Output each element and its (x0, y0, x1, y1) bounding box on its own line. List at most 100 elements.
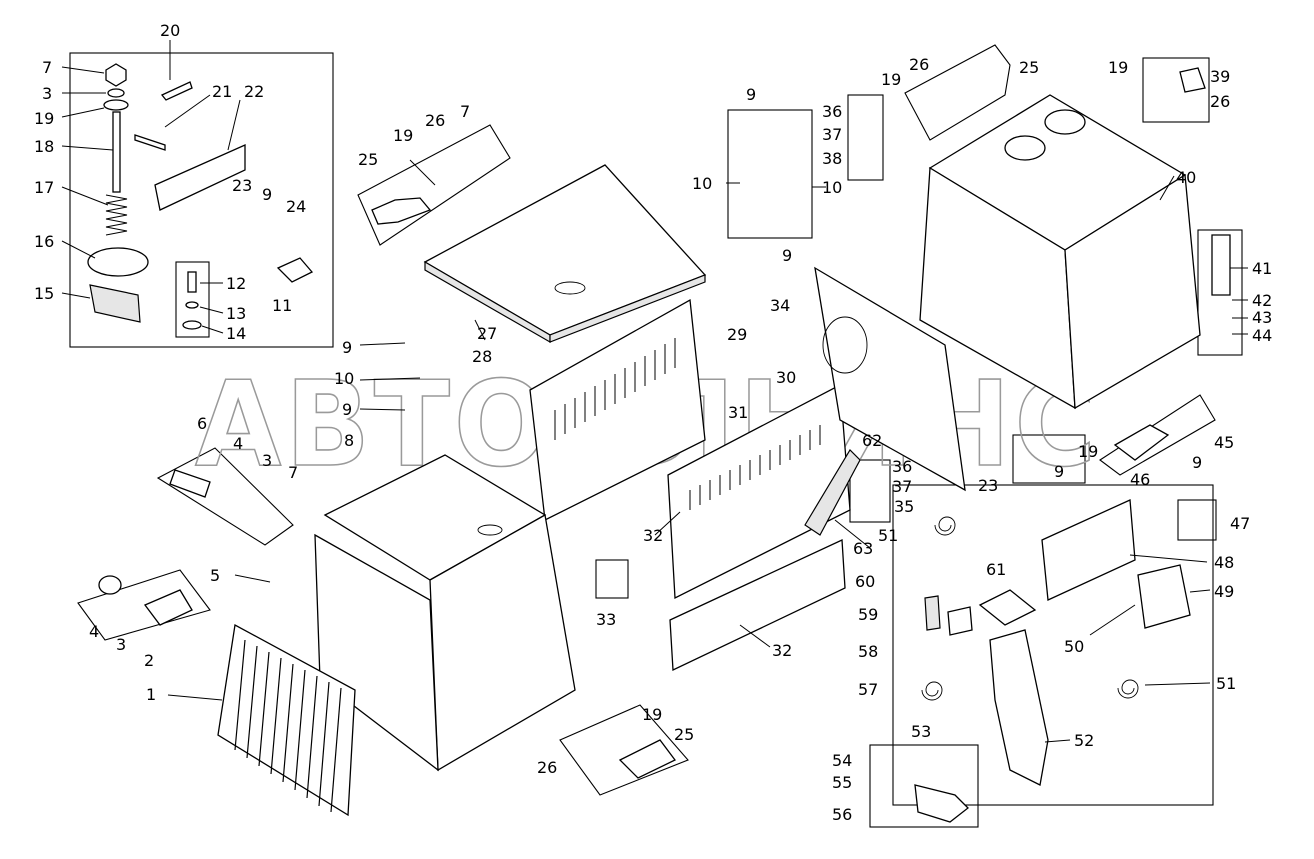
side-panel-slots (689, 425, 821, 510)
spring-51-upper (934, 516, 956, 536)
screw-12-part (187, 271, 197, 293)
latch-tab-61 (978, 589, 1037, 626)
callout-30: 30 (776, 368, 796, 387)
callout-18: 18 (34, 137, 54, 156)
callout-15: 15 (34, 284, 54, 303)
callout-9: 9 (782, 246, 792, 265)
callout-9: 9 (746, 85, 756, 104)
callout-14: 14 (226, 324, 246, 343)
bolt-6-left (169, 469, 211, 498)
callout-19: 19 (881, 70, 901, 89)
frame-fastener-53-56 (869, 744, 979, 828)
louver-slots (554, 338, 676, 440)
bolt-2-lower (143, 589, 193, 626)
callout-1: 1 (146, 685, 156, 704)
latch-plate-49 (1137, 564, 1191, 629)
leader-lines (61, 40, 1248, 743)
callout-38: 38 (822, 149, 842, 168)
latch-bracket-48 (1041, 499, 1136, 601)
nut-7-kit (105, 63, 127, 87)
callout-13: 13 (226, 304, 246, 323)
callout-25: 25 (1019, 58, 1039, 77)
callout-31: 31 (728, 403, 748, 422)
spring-17 (105, 194, 128, 236)
callout-9: 9 (262, 185, 272, 204)
pin-20 (160, 81, 193, 101)
callout-7: 7 (42, 58, 52, 77)
top-panel-part (423, 164, 707, 336)
frame-bolt-set-bottom (559, 704, 689, 796)
callout-48: 48 (1214, 553, 1234, 572)
bolt-41-part (1211, 234, 1231, 296)
stud-18 (112, 111, 121, 193)
callout-10: 10 (692, 174, 712, 193)
callout-61: 61 (986, 560, 1006, 579)
callout-34: 34 (770, 296, 790, 315)
washer-19-kit (103, 99, 129, 111)
callout-60: 60 (855, 572, 875, 591)
bracket-15 (89, 284, 141, 323)
callout-8: 8 (344, 431, 354, 450)
callout-7: 7 (288, 463, 298, 482)
callout-44: 44 (1252, 326, 1272, 345)
callout-26: 26 (909, 55, 929, 74)
callout-42: 42 (1252, 291, 1272, 310)
callout-6: 6 (197, 414, 207, 433)
callout-43: 43 (1252, 308, 1272, 327)
bolt-25-bottom (618, 739, 676, 779)
frame-nut-23 (1012, 434, 1086, 484)
frame-bolt-set-lower-left (77, 569, 211, 641)
top-panel-side (549, 274, 706, 343)
frame-washer-nut-stack (847, 94, 884, 181)
callout-3: 3 (42, 84, 52, 103)
callout-55: 55 (832, 773, 852, 792)
frame-top-right-bolt (1142, 57, 1210, 123)
latch-arm-52 (989, 629, 1049, 786)
cabinet-top-hole (477, 524, 503, 536)
callout-3: 3 (262, 451, 272, 470)
hinge-58 (947, 606, 973, 636)
bolt-56 (914, 784, 969, 823)
hood-cap-left (1004, 135, 1046, 161)
frame-screw-12-14 (175, 261, 210, 338)
callout-12: 12 (226, 274, 246, 293)
callout-26: 26 (1210, 92, 1230, 111)
callout-28: 28 (472, 347, 492, 366)
callout-36: 36 (892, 457, 912, 476)
callout-32: 32 (772, 641, 792, 660)
callout-35: 35 (894, 497, 914, 516)
callout-57: 57 (858, 680, 878, 699)
spring-51-lower (1117, 679, 1139, 699)
callout-58: 58 (858, 642, 878, 661)
callout-5: 5 (210, 566, 220, 585)
spring-57 (921, 681, 943, 701)
hood-side (1064, 173, 1201, 410)
cup-16 (87, 247, 149, 277)
top-panel-hole (554, 281, 586, 295)
callout-46: 46 (1130, 470, 1150, 489)
callout-10: 10 (822, 178, 842, 197)
callout-37: 37 (892, 477, 912, 496)
callout-10: 10 (334, 369, 354, 388)
frame-bolt-set-45 (1099, 394, 1216, 476)
callout-19: 19 (1108, 58, 1128, 77)
callout-19: 19 (34, 109, 54, 128)
callout-25: 25 (358, 150, 378, 169)
callout-4: 4 (233, 434, 243, 453)
washer-3-kit (107, 88, 125, 98)
callout-9: 9 (1054, 462, 1064, 481)
bolt-25-upper (371, 197, 432, 225)
frame-latch-assembly (892, 484, 1214, 806)
bolt-11 (276, 257, 314, 283)
callout-9: 9 (342, 400, 352, 419)
callout-4: 4 (89, 622, 99, 641)
callout-51: 51 (1216, 674, 1236, 693)
detail-frames (69, 44, 1243, 828)
callout-50: 50 (1064, 637, 1084, 656)
callout-26: 26 (425, 111, 445, 130)
callout-22: 22 (244, 82, 264, 101)
callout-54: 54 (832, 751, 852, 770)
callout-19: 19 (393, 126, 413, 145)
guard-grille-part (217, 623, 356, 817)
callout-7: 7 (460, 102, 470, 121)
